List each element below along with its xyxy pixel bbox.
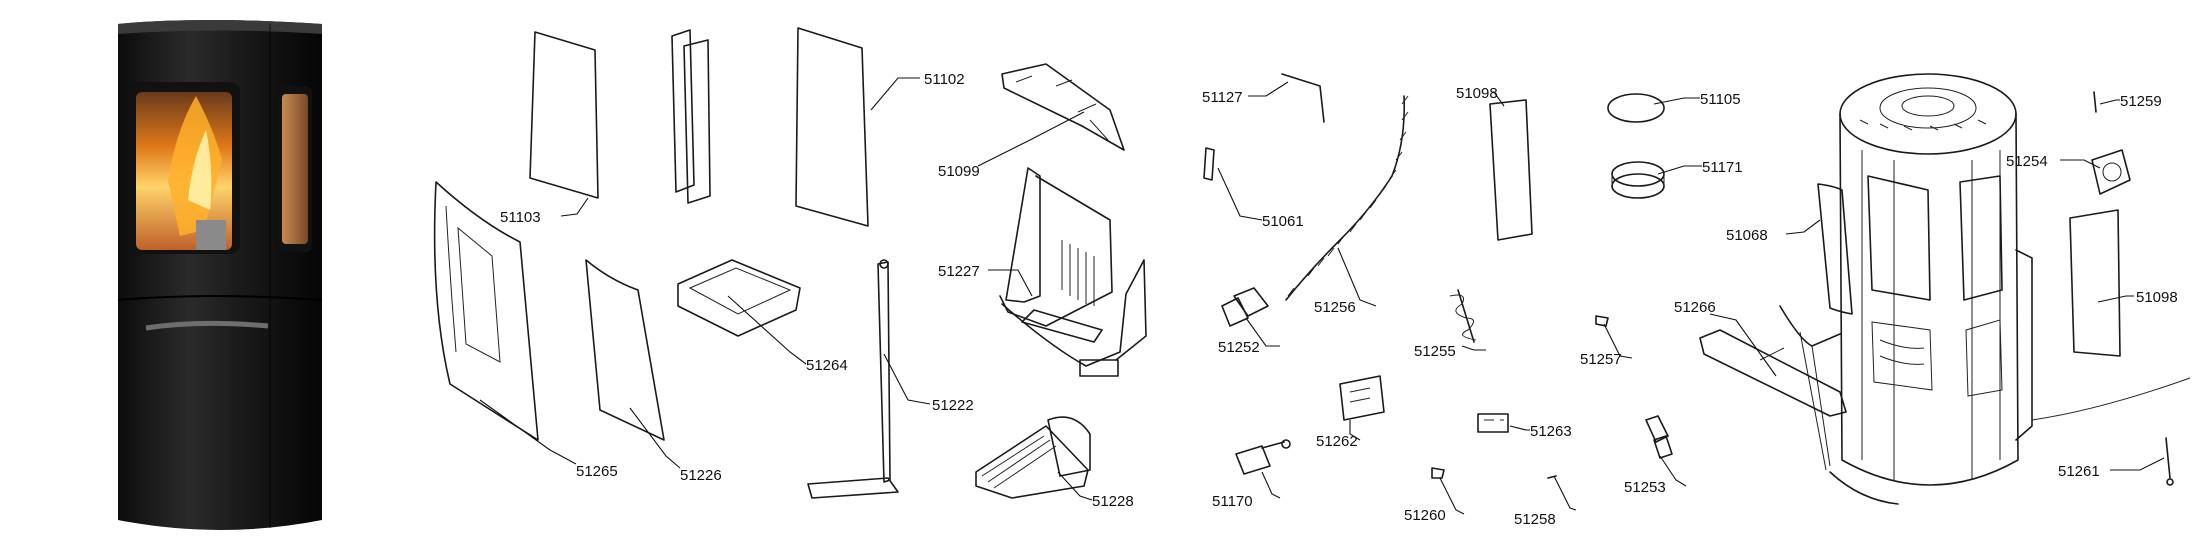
- part-51103-glass: [529, 31, 599, 217]
- label-51170: 51170: [1212, 493, 1253, 510]
- part-51256-spring: [1285, 95, 1409, 307]
- label-51256: 51256: [1314, 299, 1356, 316]
- part-51255-auger: [1449, 289, 1486, 351]
- label-51259: 51259: [2120, 93, 2162, 110]
- label-51255: 51255: [1414, 343, 1456, 360]
- label-51098: 51098: [1456, 85, 1498, 102]
- part-51171-ring: [1611, 161, 1702, 199]
- part-labels: 51103 51102 51099 51227 51264 51265 5122…: [500, 71, 2178, 528]
- part-51227-grate: [988, 167, 1147, 377]
- label-51061: 51061: [1262, 213, 1304, 230]
- label-51265: 51265: [576, 463, 618, 480]
- stove-photo: [117, 20, 323, 530]
- label-51266: 51266: [1674, 299, 1716, 316]
- part-51170-pin: [1235, 439, 1291, 499]
- part-51262-plate: [1339, 375, 1385, 441]
- label-51261: 51261: [2058, 463, 2100, 480]
- label-51262: 51262: [1316, 433, 1358, 450]
- part-51263-switch: [1477, 413, 1530, 433]
- label-51171: 51171: [1702, 159, 1743, 176]
- part-51098a-panel: [1489, 91, 1533, 241]
- label-51105: 51105: [1700, 91, 1741, 108]
- label-51263: 51263: [1530, 423, 1572, 440]
- part-stove-body: [1779, 73, 2191, 505]
- part-51068-side: [1785, 183, 1853, 315]
- part-51127-rod: [1248, 73, 1325, 123]
- label-51099: 51099: [938, 163, 980, 180]
- part-51099-rail: [977, 63, 1125, 167]
- part-51254-fan: [2060, 149, 2131, 195]
- label-51253: 51253: [1624, 479, 1666, 496]
- part-51098b-panel: [2069, 209, 2134, 357]
- part-51252-fitting: [1221, 287, 1280, 347]
- label-51226: 51226: [680, 467, 722, 484]
- part-51261-probe: [2110, 437, 2174, 486]
- label-51257: 51257: [1580, 351, 1622, 368]
- part-51266-bracket: [1699, 313, 1847, 417]
- label-51227: 51227: [938, 263, 980, 280]
- label-51127: 51127: [1202, 89, 1243, 106]
- label-51254: 51254: [2006, 153, 2048, 170]
- part-51264-tray: [677, 259, 807, 365]
- part-51253-valve: [1645, 415, 1687, 487]
- label-51252: 51252: [1218, 339, 1260, 356]
- label-51098-right: 51098: [2136, 289, 2178, 306]
- part-51105-disc: [1607, 93, 1700, 123]
- label-51103: 51103: [500, 209, 541, 226]
- part-51265-door: [433, 181, 577, 465]
- label-51222: 51222: [932, 397, 974, 414]
- part-51228-bracket: [975, 416, 1093, 501]
- label-51068: 51068: [1726, 227, 1768, 244]
- label-51258: 51258: [1514, 511, 1556, 528]
- label-51264: 51264: [806, 357, 848, 374]
- part-51061-clip: [1203, 147, 1263, 221]
- part-51102-glass: [795, 27, 920, 227]
- label-51102: 51102: [924, 71, 965, 88]
- part-51257-clip: [1595, 315, 1633, 359]
- part-51259-rod: [2093, 91, 2120, 113]
- part-51226-panel: [585, 259, 681, 469]
- part-51260-screw: [1431, 467, 1465, 515]
- part-glass-pair: [671, 29, 711, 204]
- part-51258-pin: [1547, 475, 1577, 511]
- part-51222-lever: [807, 259, 931, 499]
- label-51228: 51228: [1092, 493, 1134, 510]
- label-51260: 51260: [1404, 507, 1446, 524]
